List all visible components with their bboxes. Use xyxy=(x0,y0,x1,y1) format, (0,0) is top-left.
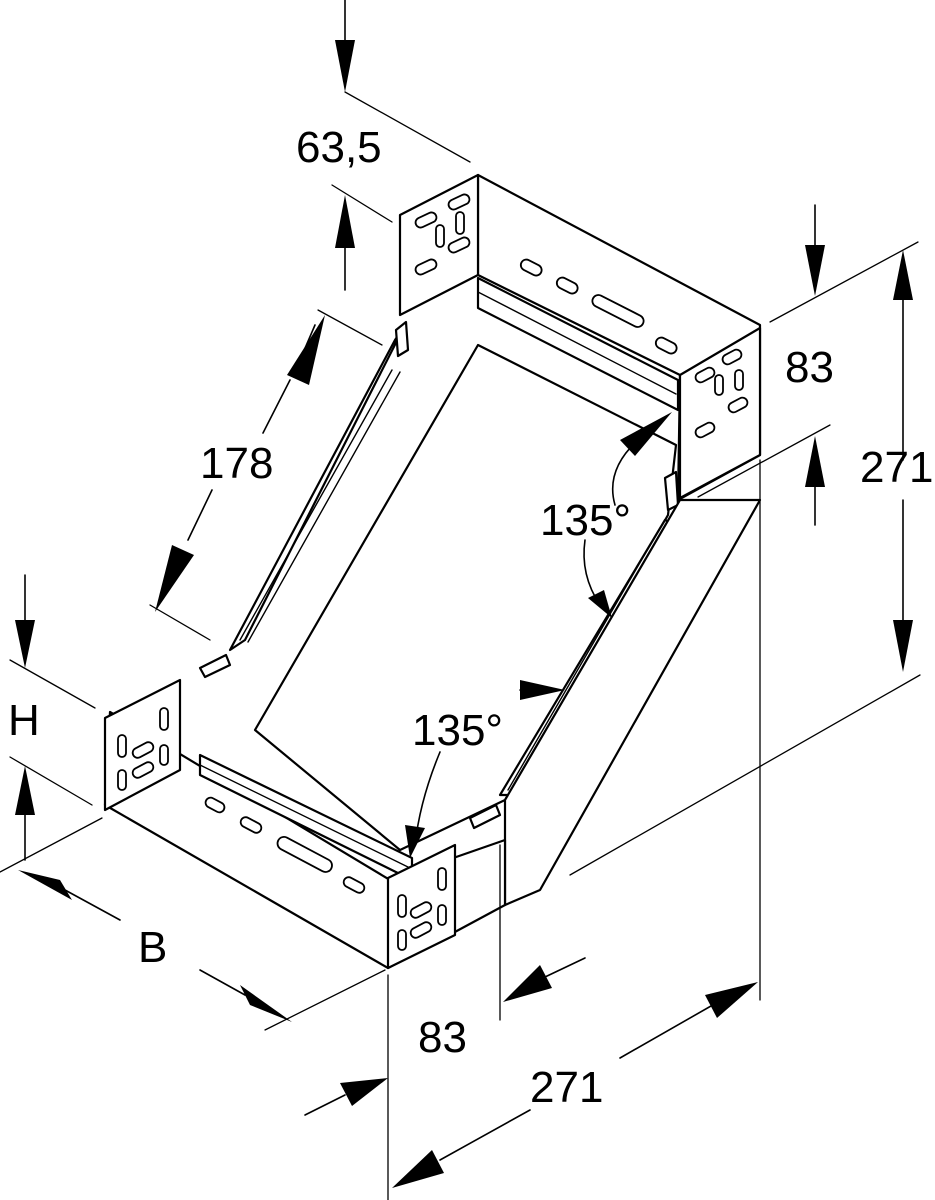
arrow-b-left xyxy=(18,870,72,900)
slot xyxy=(414,211,438,229)
arrow-b-right xyxy=(240,985,292,1022)
slot xyxy=(342,876,366,894)
sloped-floor xyxy=(253,343,678,852)
dim-top-right-height: 83 xyxy=(785,343,834,392)
arrow-83-top-lower xyxy=(805,436,825,487)
arrow-h-lower xyxy=(15,766,35,815)
slot xyxy=(437,867,447,891)
slot xyxy=(734,369,744,391)
slot xyxy=(117,734,127,758)
dim-slope-length: 178 xyxy=(200,439,273,488)
dim-top-width: 63,5 xyxy=(296,123,382,172)
slot xyxy=(435,224,445,248)
slot xyxy=(714,374,724,396)
slot xyxy=(397,929,407,951)
floor-left-edge xyxy=(254,344,479,731)
dim-angle-upper: 135° xyxy=(540,496,631,545)
slot xyxy=(397,894,407,918)
dim-bottom-length: 83 xyxy=(418,1013,467,1062)
slot xyxy=(131,741,155,759)
dim-width-label: B xyxy=(138,923,167,972)
arrow-h-upper xyxy=(15,620,35,668)
slot xyxy=(455,211,465,235)
slot xyxy=(131,761,155,779)
dim-bottom-total-length: 271 xyxy=(530,1063,603,1112)
left-rail-tab-upper xyxy=(394,320,410,358)
slot xyxy=(409,901,433,919)
lower-rail-line xyxy=(199,764,411,869)
slot xyxy=(117,769,127,791)
right-rail-inner xyxy=(507,527,661,791)
arrow-178-upper xyxy=(287,315,325,385)
arrow-271-right-upper xyxy=(893,250,913,300)
right-rail-tab-lower xyxy=(468,803,502,830)
slot xyxy=(414,258,438,276)
upper-rail-line xyxy=(477,291,677,395)
slot xyxy=(721,348,743,366)
slot xyxy=(159,744,169,766)
slot xyxy=(694,366,716,384)
right-rail-tab-upper xyxy=(663,470,680,512)
wedge-edge xyxy=(539,499,761,891)
slot xyxy=(447,193,471,211)
dim-right-total-height: 271 xyxy=(860,443,933,492)
slot xyxy=(555,276,579,295)
arrow-271-bottom-right xyxy=(705,982,758,1018)
arrow-271-bottom-left xyxy=(392,1150,444,1188)
left-rail-inner xyxy=(239,369,393,641)
slot xyxy=(694,421,716,439)
left-rail-tab-lower xyxy=(198,653,232,679)
arrow-63-bottom xyxy=(335,195,355,248)
slot xyxy=(204,796,226,814)
arrow-83-bottom-left xyxy=(340,1078,388,1106)
dim-height-label: H xyxy=(8,696,40,745)
arrow-135-lower-a xyxy=(520,680,565,700)
arrow-135-upper-a xyxy=(620,412,672,456)
left-rail-inner-2 xyxy=(247,371,401,643)
arrow-83-top-upper xyxy=(805,245,825,296)
arrow-271-right-lower xyxy=(893,620,913,672)
slots xyxy=(117,193,749,951)
tray-body xyxy=(103,173,762,970)
arrow-178-lower xyxy=(155,545,194,612)
dimension-labels: 63,5 83 271 178 135° 135° H B 83 271 xyxy=(8,123,933,1112)
slot xyxy=(239,816,263,834)
slot xyxy=(654,336,678,355)
arrow-63-top xyxy=(335,40,355,92)
arrow-135-lower-b xyxy=(405,825,425,858)
slot xyxy=(276,836,333,873)
slot xyxy=(519,258,543,277)
arrow-135-upper-b xyxy=(588,590,612,618)
slot xyxy=(437,904,447,926)
slot xyxy=(409,921,433,939)
slot xyxy=(591,294,645,328)
dim-angle-lower: 135° xyxy=(412,706,503,755)
arrowheads xyxy=(15,40,913,1188)
slot xyxy=(447,236,471,254)
slot xyxy=(727,396,749,414)
arrow-83-bottom-right xyxy=(503,965,552,1002)
slot xyxy=(159,707,169,731)
